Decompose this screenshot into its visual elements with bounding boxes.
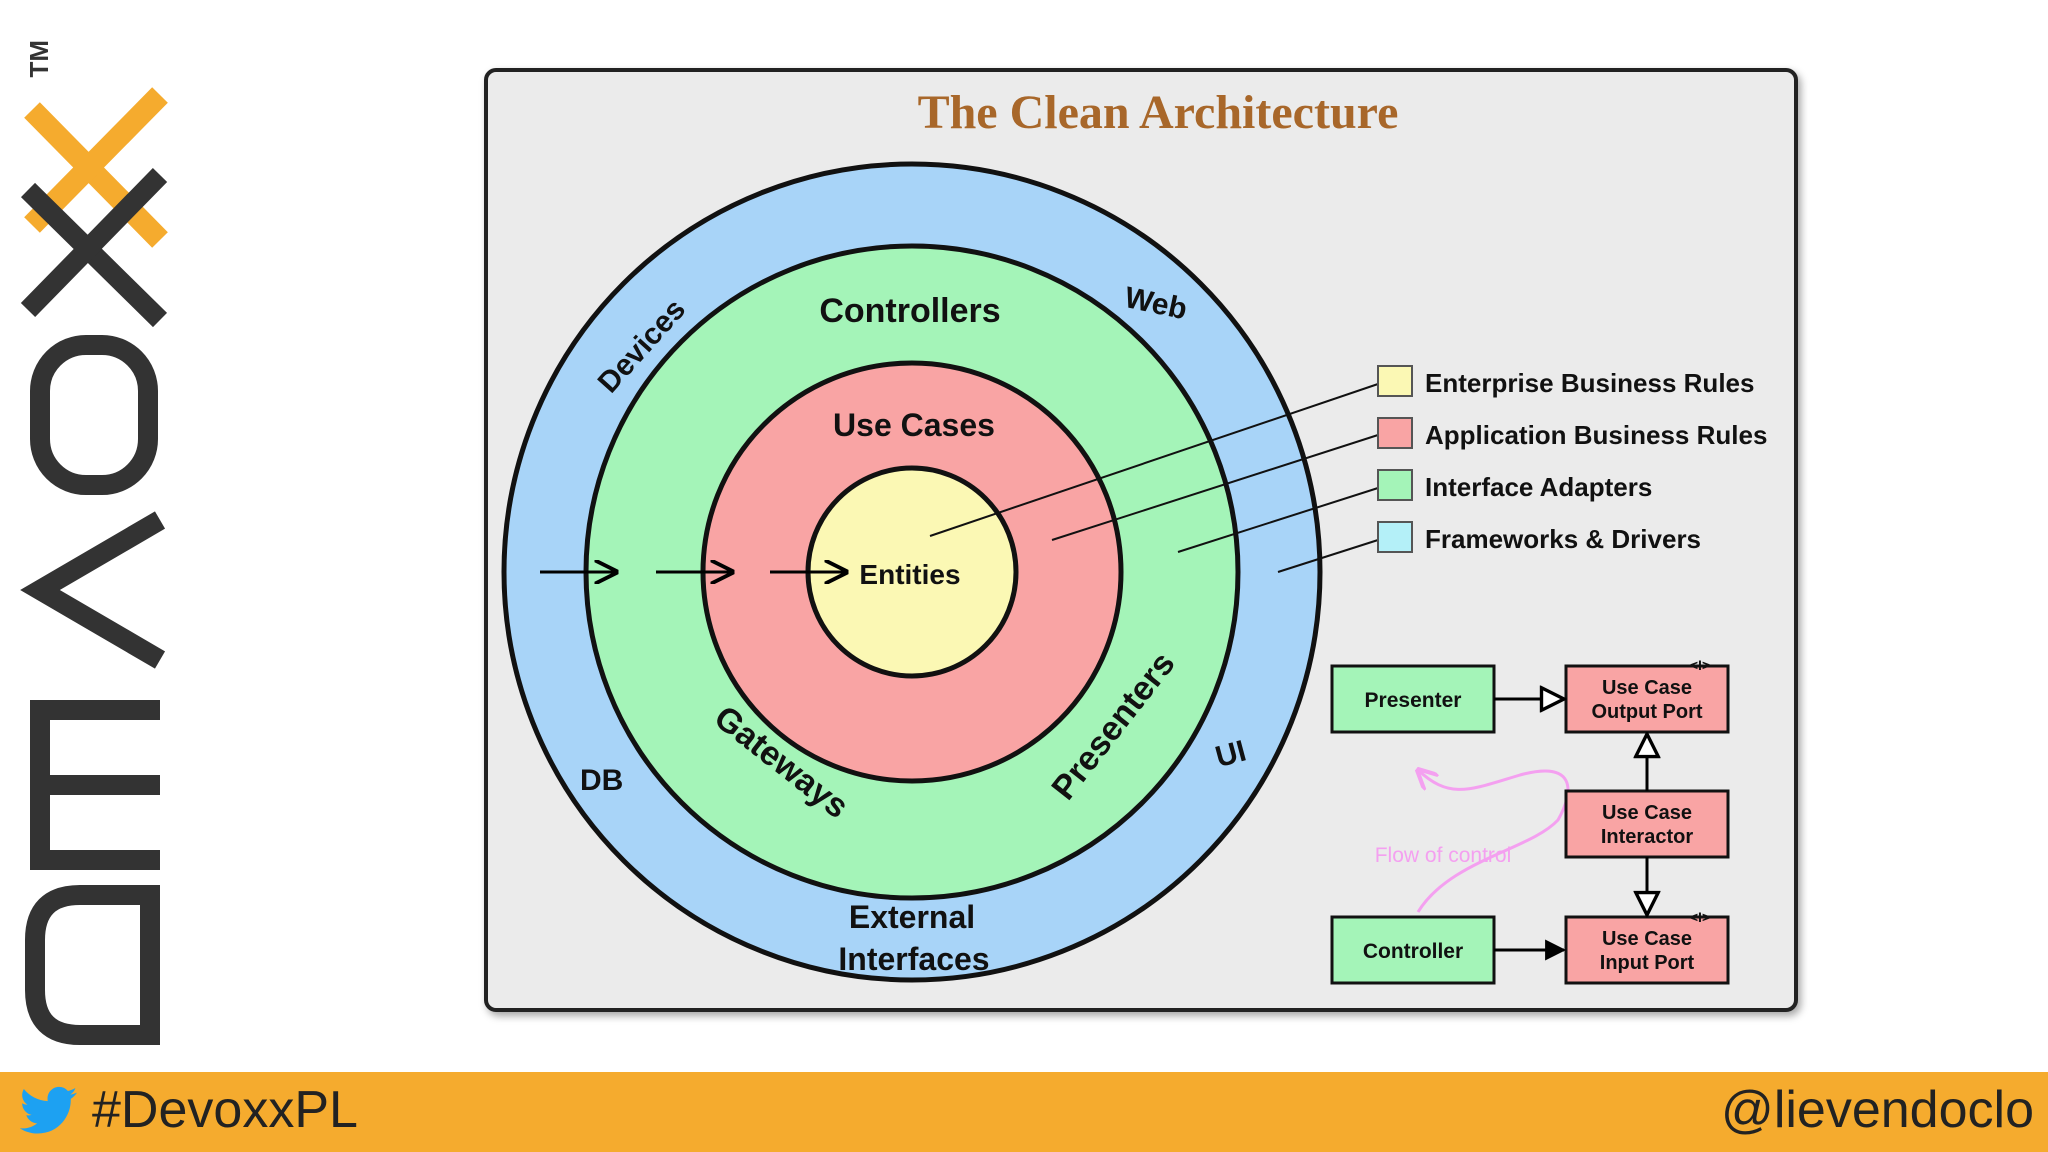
logo-letter-o bbox=[30, 335, 158, 495]
clean-architecture-diagram: The Clean Architecture Devices Web UI DB… bbox=[484, 68, 1798, 1012]
label-db: DB bbox=[580, 764, 623, 797]
input-port-interface-mark: <I> bbox=[1690, 909, 1710, 925]
output-port-box bbox=[1564, 664, 1730, 734]
logo-letter-e bbox=[30, 700, 160, 870]
input-port-label-1: Use Case bbox=[1602, 928, 1692, 950]
diagram-title: The Clean Architecture bbox=[918, 86, 1399, 139]
input-port-box bbox=[1564, 915, 1730, 985]
legend-leaders bbox=[929, 383, 1379, 573]
controller-label: Controller bbox=[1363, 940, 1463, 963]
legend-label-application: Application Business Rules bbox=[1425, 420, 1767, 450]
legend-swatch-enterprise bbox=[1377, 365, 1413, 397]
output-port-label-2: Output Port bbox=[1591, 701, 1702, 723]
input-port-label-2: Input Port bbox=[1600, 952, 1695, 974]
legend-swatch-application bbox=[1377, 417, 1413, 449]
interactor-label-1: Use Case bbox=[1602, 802, 1692, 824]
footer-bar: #DevoxxPL @lievendoclo bbox=[0, 1072, 2048, 1152]
logo-dark-x bbox=[20, 168, 168, 328]
label-external: External bbox=[849, 899, 975, 935]
presenter-box bbox=[1330, 664, 1496, 734]
footer-hashtag: #DevoxxPL bbox=[92, 1081, 358, 1139]
flow-diagram: Flow of control Presenter Controller Use… bbox=[1330, 657, 1730, 985]
legend: Enterprise Business Rules Application Bu… bbox=[1377, 365, 1767, 554]
presenter-label: Presenter bbox=[1365, 689, 1462, 712]
label-entities: Entities bbox=[859, 559, 960, 590]
legend-swatch-frameworks bbox=[1377, 521, 1413, 553]
flow-of-control-curve bbox=[1418, 770, 1570, 913]
logo-letter-v bbox=[20, 511, 166, 669]
label-interfaces: Interfaces bbox=[838, 941, 989, 977]
devoxx-logo: TM bbox=[20, 40, 168, 1045]
legend-label-enterprise: Enterprise Business Rules bbox=[1425, 368, 1754, 398]
label-controllers: Controllers bbox=[819, 292, 1000, 330]
label-use-cases: Use Cases bbox=[833, 407, 995, 443]
footer-handle: @lievendoclo bbox=[1721, 1081, 2034, 1139]
legend-label-frameworks: Frameworks & Drivers bbox=[1425, 524, 1701, 554]
flow-of-control-label: Flow of control bbox=[1375, 844, 1512, 867]
legend-swatch-interface bbox=[1377, 469, 1413, 501]
output-port-interface-mark: <I> bbox=[1690, 657, 1710, 673]
logo-letter-d bbox=[25, 885, 160, 1045]
interactor-label-2: Interactor bbox=[1601, 826, 1693, 848]
controller-box bbox=[1330, 915, 1496, 985]
legend-label-interface: Interface Adapters bbox=[1425, 472, 1652, 502]
twitter-bird-icon bbox=[20, 1086, 78, 1134]
logo-trademark: TM bbox=[24, 40, 54, 78]
output-port-label-1: Use Case bbox=[1602, 677, 1692, 699]
